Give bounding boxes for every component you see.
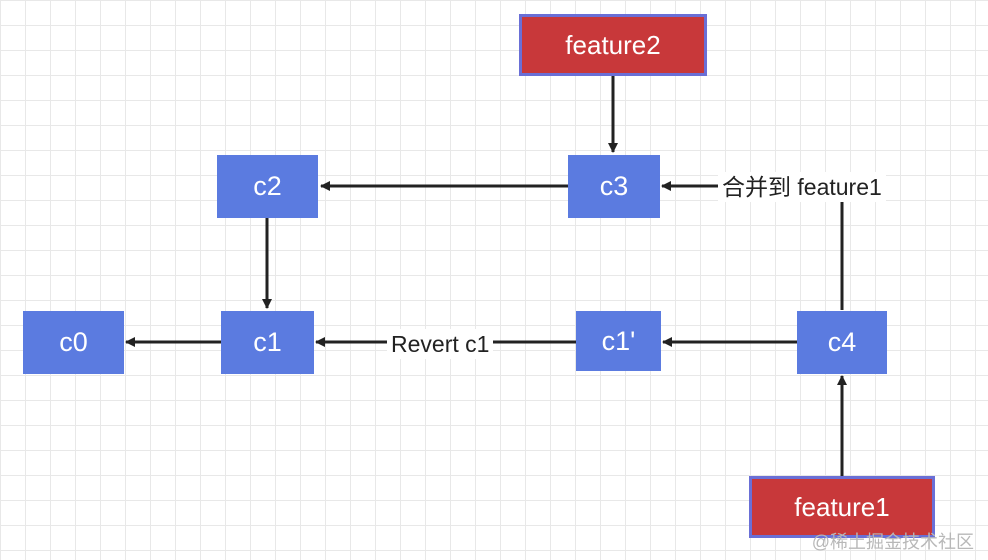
watermark: @稀土掘金技术社区 [811, 532, 974, 552]
commit-c3: c3 [568, 155, 660, 218]
edge-c4-c3 [661, 181, 844, 310]
branch-feature2: feature2 [519, 14, 707, 76]
commit-c2: c2 [217, 155, 318, 218]
commit-c4: c4 [797, 311, 887, 374]
branch-feature1: feature1 [749, 476, 935, 538]
commit-c1: c1 [221, 311, 314, 374]
edge-label-revert: Revert c1 [387, 329, 494, 359]
edge-label-merge: 合并到 feature1 [718, 172, 886, 202]
commit-c0: c0 [23, 311, 124, 374]
commit-c1-prime: c1' [576, 311, 661, 371]
